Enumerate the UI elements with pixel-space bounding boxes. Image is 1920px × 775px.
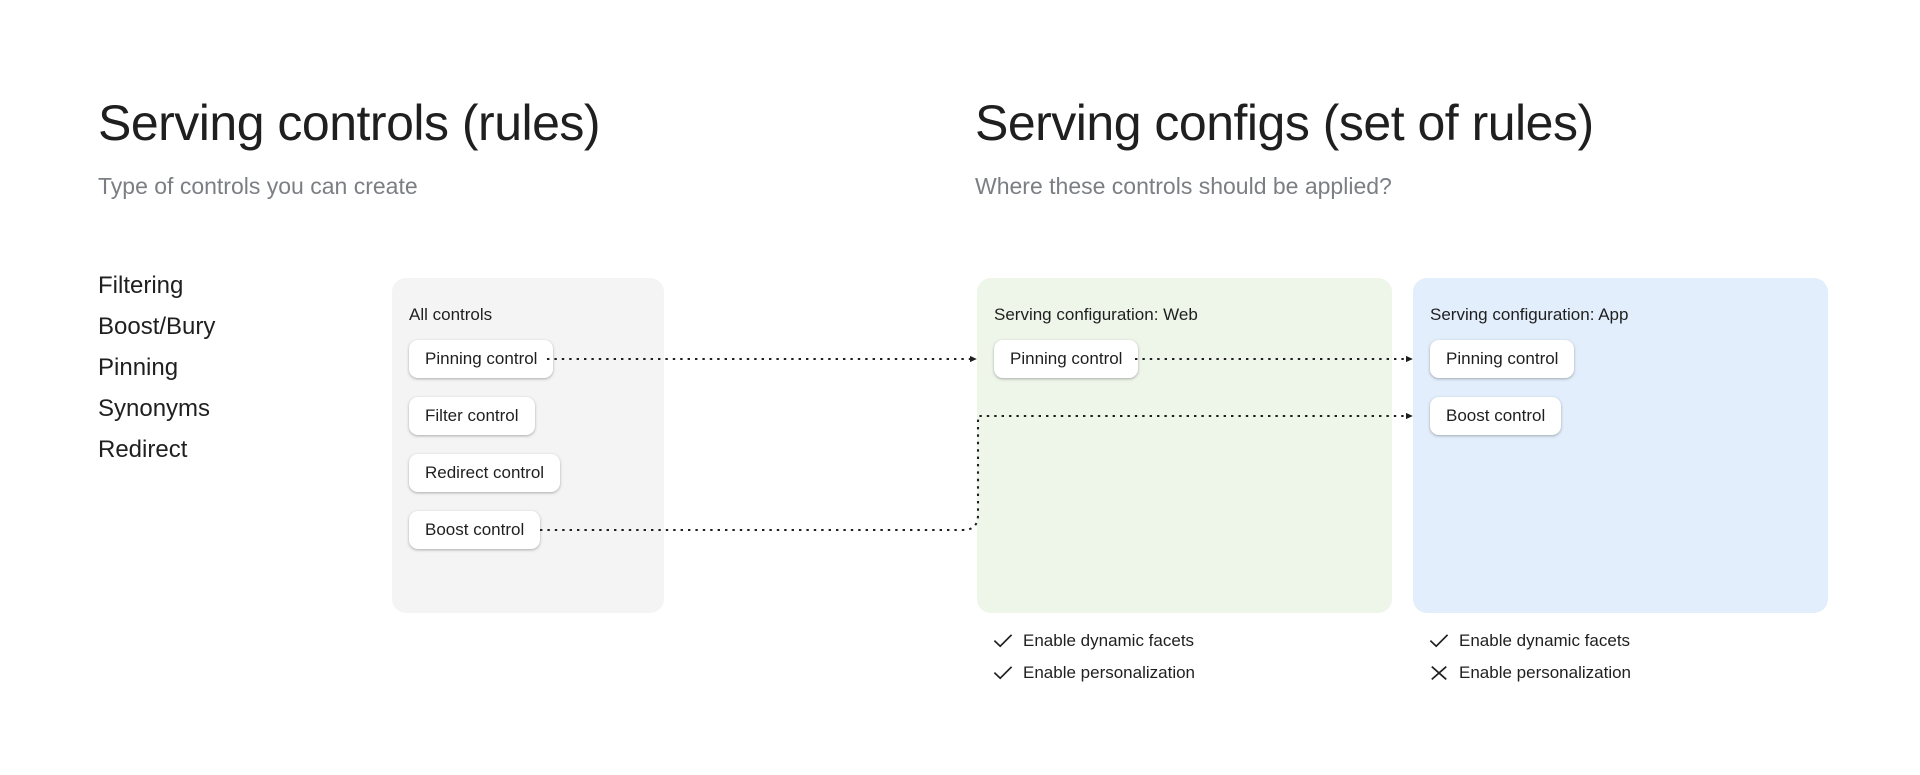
check-icon xyxy=(1429,631,1455,651)
control-type-item: Filtering xyxy=(98,272,184,299)
control-type-item: Synonyms xyxy=(98,395,211,422)
control-type-item: Redirect xyxy=(98,436,188,463)
serving-config-web-options: Enable dynamic facets Enable personaliza… xyxy=(977,625,1392,689)
close-icon xyxy=(1429,663,1455,683)
control-chip[interactable]: Pinning control xyxy=(1430,340,1575,378)
control-chip[interactable]: Pinning control xyxy=(994,340,1139,378)
right-column-title: Serving configs (set of rules) xyxy=(975,95,1594,151)
all-controls-card: All controls Pinning control Filter cont… xyxy=(392,278,664,613)
control-type-item: Pinning xyxy=(98,354,179,381)
serving-config-app-card: Serving configuration: App Pinning contr… xyxy=(1413,278,1828,613)
serving-config-web-card: Serving configuration: Web Pinning contr… xyxy=(977,278,1392,613)
left-column-subtitle: Type of controls you can create xyxy=(98,173,418,199)
control-chip[interactable]: Filter control xyxy=(409,397,535,435)
control-chip[interactable]: Boost control xyxy=(409,511,541,549)
all-controls-card-label: All controls xyxy=(409,305,493,324)
serving-config-web-label: Serving configuration: Web xyxy=(994,305,1198,324)
left-column-title: Serving controls (rules) xyxy=(98,95,601,151)
option-row[interactable]: Enable dynamic facets xyxy=(977,625,1392,657)
option-label: Enable dynamic facets xyxy=(1023,631,1195,650)
control-chip[interactable]: Redirect control xyxy=(409,454,561,492)
right-column-subtitle: Where these controls should be applied? xyxy=(975,173,1392,199)
control-chip[interactable]: Pinning control xyxy=(409,340,554,378)
check-icon xyxy=(993,631,1019,651)
control-type-list: Filtering Boost/Bury Pinning Synonyms Re… xyxy=(98,265,358,470)
option-label: Enable personalization xyxy=(1023,663,1196,682)
serving-config-app-label: Serving configuration: App xyxy=(1430,305,1629,324)
control-type-item: Boost/Bury xyxy=(98,313,216,340)
option-label: Enable personalization xyxy=(1459,663,1632,682)
control-chip[interactable]: Boost control xyxy=(1430,397,1562,435)
option-label: Enable dynamic facets xyxy=(1459,631,1631,650)
option-row[interactable]: Enable personalization xyxy=(1413,657,1828,689)
serving-config-app-options: Enable dynamic facets Enable personaliza… xyxy=(1413,625,1828,689)
option-row[interactable]: Enable dynamic facets xyxy=(1413,625,1828,657)
check-icon xyxy=(993,663,1019,683)
option-row[interactable]: Enable personalization xyxy=(977,657,1392,689)
